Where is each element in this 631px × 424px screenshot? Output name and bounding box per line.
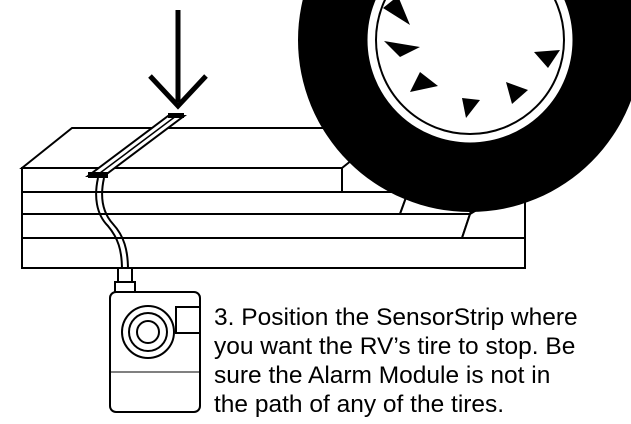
alarm-module xyxy=(109,291,201,413)
instruction-line: you want the RV’s tire to stop. Be xyxy=(214,333,576,360)
step-instruction: 3. Position the SensorStrip where you wa… xyxy=(214,303,628,419)
instruction-line: the path of any of the tires. xyxy=(214,391,505,418)
sensor-strip xyxy=(85,113,187,178)
instruction-line: 3. Position the SensorStrip where xyxy=(214,304,578,331)
down-arrow-icon xyxy=(148,10,208,110)
instruction-line: sure the Alarm Module is not in xyxy=(214,362,551,389)
tire xyxy=(298,0,631,212)
